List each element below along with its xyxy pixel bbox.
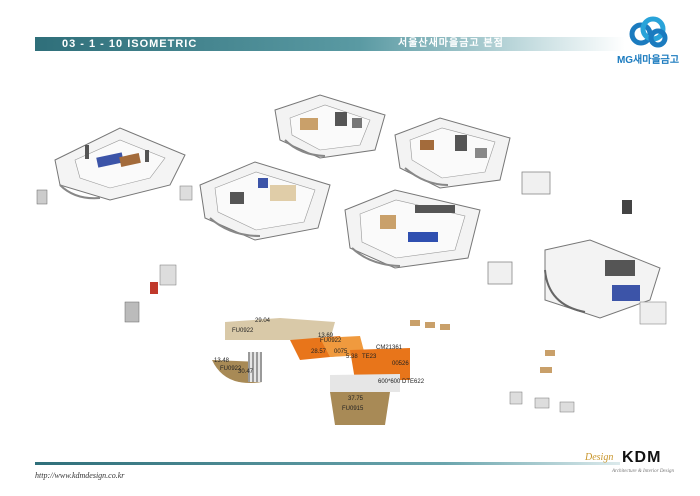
finish-label: 28.57	[311, 349, 327, 355]
footer-url[interactable]: http://www.kdmdesign.co.kr	[35, 471, 125, 480]
finish-label: FU0922	[320, 338, 342, 344]
finish-label: CM21361	[376, 345, 403, 351]
footer-line	[35, 462, 620, 465]
furniture-details	[36, 189, 575, 413]
finish-label: 30.47	[238, 369, 254, 375]
floor-finish-plan	[212, 318, 410, 425]
header-band	[35, 37, 625, 51]
brand-script: Design	[585, 452, 614, 463]
finish-label: 5.38	[346, 354, 358, 360]
finish-label: FU0922	[220, 366, 242, 372]
isometric-floor-plan-b	[274, 94, 386, 159]
finish-label: 0075	[334, 349, 348, 355]
finish-label: TE23	[362, 354, 377, 360]
finish-label: 29.04	[255, 318, 271, 324]
finish-label: 13.69	[318, 333, 334, 339]
mg-logo: MG새마을금고	[608, 14, 688, 66]
project-name: 서울산새마을금고 본점	[398, 38, 504, 49]
finish-labels: 29.04 FU0922 13.69 FU0922 CM21361 28.57 …	[214, 318, 425, 412]
brand-subtitle: Architecture & Interior Design	[612, 469, 674, 474]
isometric-drawing: 29.04 FU0922 13.69 FU0922 CM21361 28.57 …	[36, 94, 667, 425]
sheet-code: 03 - 1 - 10 ISOMETRIC	[62, 38, 198, 50]
mg-cloud-logo-icon	[629, 16, 668, 48]
isometric-floor-plan-f	[544, 200, 667, 325]
finish-label: 600*600 DTE622	[378, 379, 425, 385]
finish-label: FU0922	[232, 328, 254, 334]
finish-label: 13.48	[214, 358, 230, 364]
isometric-floor-plan-c	[394, 117, 551, 195]
brand-logo: KDM	[622, 449, 662, 466]
isometric-floor-plan-d	[179, 161, 331, 241]
finish-label: 37.75	[348, 396, 364, 402]
finish-label: 00526	[392, 361, 409, 367]
isometric-floor-plan-e	[344, 189, 513, 285]
finish-label: FU0915	[342, 406, 364, 412]
logo-text: MG새마을금고	[616, 55, 680, 66]
isometric-floor-plan-a	[54, 127, 186, 201]
